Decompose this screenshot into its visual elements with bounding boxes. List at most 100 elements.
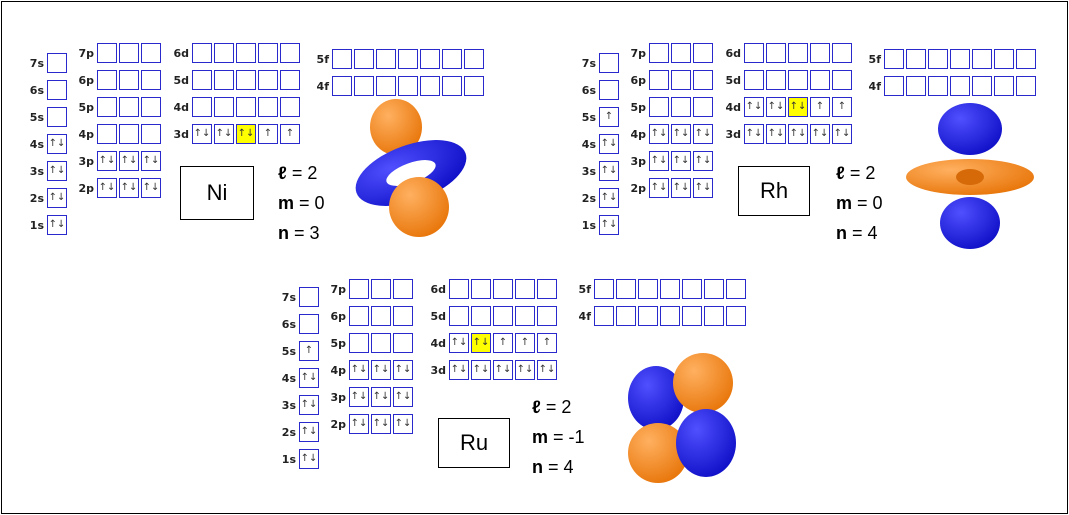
subshell-label: 3p bbox=[78, 154, 94, 168]
orbital-box bbox=[349, 279, 369, 299]
dz2-orbital-icon bbox=[906, 103, 1034, 249]
orbital-box bbox=[299, 287, 319, 307]
quantum-symbol: m bbox=[278, 193, 295, 213]
orbital-box bbox=[236, 97, 256, 117]
orbital-box bbox=[420, 76, 440, 96]
orbital-box: ↑↓ bbox=[599, 188, 619, 208]
subshell-row-4s: 4s↑↓ bbox=[26, 133, 69, 155]
orbital-box: ↑↓ bbox=[97, 178, 117, 198]
orbital-box bbox=[371, 279, 391, 299]
orbital-box: ↑↓ bbox=[47, 188, 67, 208]
equals-sign: = bbox=[289, 223, 310, 243]
subshell-label: 2p bbox=[630, 181, 646, 195]
orbital-box: ↑↓ bbox=[649, 124, 669, 144]
orbital-box bbox=[884, 49, 904, 69]
subshell-row-4p: 4p↑↓↑↓↑↓ bbox=[628, 123, 715, 145]
orbital-box: ↑↓ bbox=[766, 124, 786, 144]
subshell-row-4d: 4d bbox=[171, 96, 302, 118]
subshell-row-1s: 1s↑↓ bbox=[578, 214, 621, 236]
subshell-row-4f: 4f bbox=[863, 75, 1038, 97]
quantum-symbol: ℓ bbox=[532, 397, 541, 417]
orbital-box: ↑↓ bbox=[515, 360, 535, 380]
orbital-box bbox=[192, 43, 212, 63]
subshell-label: 4d bbox=[725, 100, 741, 114]
torus-core bbox=[956, 169, 984, 185]
orbital-box bbox=[393, 279, 413, 299]
orbital-box: ↑↓ bbox=[349, 387, 369, 407]
orbital-box bbox=[950, 49, 970, 69]
subshell-row-4p: 4p↑↓↑↓↑↓ bbox=[328, 359, 415, 381]
quantum-value: 2 bbox=[307, 163, 318, 183]
subshell-label: 7p bbox=[78, 46, 94, 60]
quantum-value: 2 bbox=[561, 397, 572, 417]
orbital-box: ↑↓ bbox=[810, 124, 830, 144]
subshell-row-2p: 2p↑↓↑↓↑↓ bbox=[328, 413, 415, 435]
subshell-label: 7s bbox=[581, 56, 596, 70]
orbital-box: ↑ bbox=[258, 124, 278, 144]
subshell-label: 4d bbox=[430, 336, 446, 350]
orbital-box: ↑↓ bbox=[192, 124, 212, 144]
subshell-row-3p: 3p↑↓↑↓↑↓ bbox=[328, 386, 415, 408]
subshell-row-7s: 7s bbox=[278, 286, 321, 308]
orbital-box bbox=[420, 49, 440, 69]
quantum-symbol: ℓ bbox=[836, 163, 845, 183]
orbital-box bbox=[744, 70, 764, 90]
orbital-box bbox=[616, 279, 636, 299]
subshell-row-7p: 7p bbox=[328, 278, 415, 300]
subshell-label: 5p bbox=[78, 100, 94, 114]
orbital-box bbox=[354, 76, 374, 96]
orbital-box bbox=[141, 70, 161, 90]
orbital-box bbox=[744, 43, 764, 63]
orbital-box bbox=[693, 97, 713, 117]
orbital-box bbox=[371, 306, 391, 326]
orbital-box: ↑↓ bbox=[649, 178, 669, 198]
subshell-row-3s: 3s↑↓ bbox=[278, 394, 321, 416]
subshell-label: 6d bbox=[725, 46, 741, 60]
subshell-label: 7s bbox=[29, 56, 44, 70]
orbital-box: ↑↓ bbox=[671, 124, 691, 144]
orbital-box: ↑↓ bbox=[599, 161, 619, 181]
dxz-orbital-icon bbox=[628, 353, 736, 483]
orbital-box: ↑↓ bbox=[371, 360, 391, 380]
subshell-label: 6d bbox=[430, 282, 446, 296]
lobe-top bbox=[938, 103, 1002, 155]
orbital-box: ↑↓ bbox=[47, 134, 67, 154]
orbital-box bbox=[638, 279, 658, 299]
subshell-label: 6s bbox=[29, 83, 44, 97]
subshell-row-1s: 1s↑↓ bbox=[278, 448, 321, 470]
orbital-box: ↑↓ bbox=[449, 333, 469, 353]
orbital-box: ↑↓ bbox=[744, 124, 764, 144]
subshell-row-2p: 2p↑↓↑↓↑↓ bbox=[76, 177, 163, 199]
subshell-row-5p: 5p bbox=[328, 332, 415, 354]
orbital-box bbox=[471, 279, 491, 299]
orbital-box bbox=[214, 70, 234, 90]
orbital-box bbox=[371, 333, 391, 353]
subshell-row-3p: 3p↑↓↑↓↑↓ bbox=[628, 150, 715, 172]
orbital-box bbox=[141, 97, 161, 117]
orbital-box bbox=[449, 306, 469, 326]
subshell-row-3d: 3d↑↓↑↓↑↓↑↑ bbox=[171, 123, 302, 145]
equals-sign: = bbox=[844, 163, 866, 183]
subshell-label: 2s bbox=[281, 425, 296, 439]
subshell-row-2s: 2s↑↓ bbox=[278, 421, 321, 443]
orbital-box bbox=[928, 49, 948, 69]
orbital-box: ↑↓ bbox=[693, 178, 713, 198]
orbital-box: ↑ bbox=[493, 333, 513, 353]
orbital-box bbox=[280, 43, 300, 63]
quantum-symbol: n bbox=[532, 457, 543, 477]
element-symbol: Ni bbox=[180, 166, 254, 220]
subshell-row-6p: 6p bbox=[328, 305, 415, 327]
subshell-row-2p: 2p↑↓↑↓↑↓ bbox=[628, 177, 715, 199]
subshell-row-6d: 6d bbox=[428, 278, 559, 300]
orbital-box bbox=[119, 43, 139, 63]
subshell-label: 4f bbox=[868, 79, 881, 93]
orbital-box bbox=[649, 70, 669, 90]
torus-hole bbox=[386, 160, 436, 186]
subshell-label: 5d bbox=[725, 73, 741, 87]
subshell-row-5s: 5s bbox=[26, 106, 69, 128]
orbital-box: ↑↓ bbox=[47, 161, 67, 181]
subshell-row-5f: 5f bbox=[863, 48, 1038, 70]
subshell-row-5p: 5p bbox=[628, 96, 715, 118]
subshell-row-7s: 7s bbox=[26, 52, 69, 74]
